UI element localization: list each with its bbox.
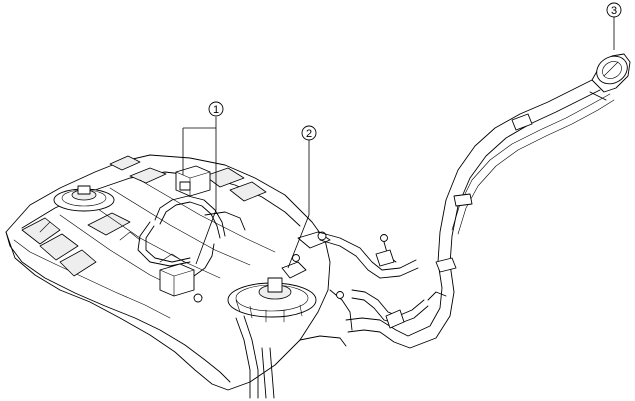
callout-2: 2 [301, 125, 317, 141]
callout-3: 3 [606, 2, 622, 18]
callout-1: 1 [208, 101, 224, 117]
leader-1 [182, 117, 217, 265]
callout-1-label: 1 [213, 104, 219, 116]
fuel-tank-illustration [5, 154, 353, 399]
filler-neck-illustration [299, 79, 615, 349]
callout-3-label: 3 [611, 5, 617, 17]
callout-2-circle [301, 125, 317, 141]
leader-2 [287, 140, 310, 269]
callout-1-circle [208, 101, 224, 117]
callout-3-circle [606, 2, 622, 18]
leader-lines [182, 17, 615, 269]
callout-2-label: 2 [306, 128, 312, 140]
fuel-cap-illustration [589, 53, 631, 101]
